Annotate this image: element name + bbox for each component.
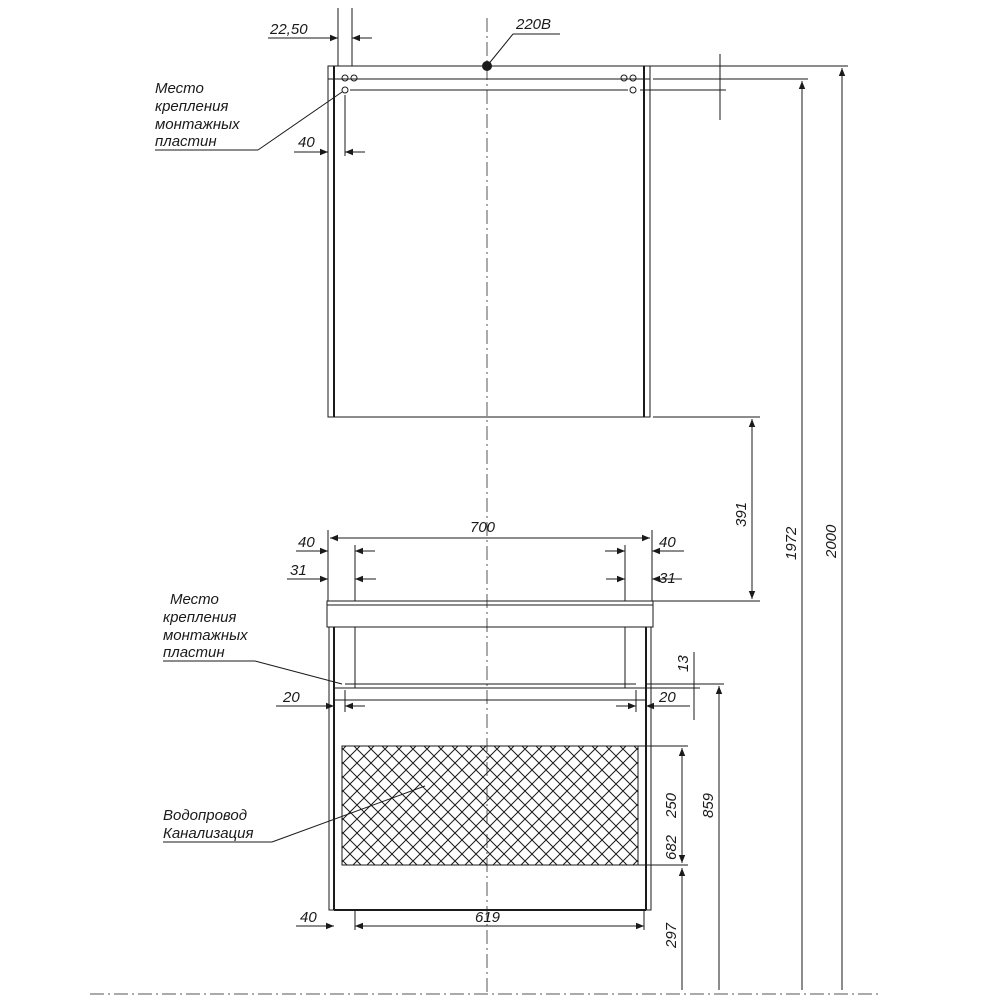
callout-mirror-plates-line1: Место bbox=[155, 80, 204, 97]
callout-mirror-plates-line4: пластин bbox=[155, 133, 217, 150]
utility-zone-hatch bbox=[341, 745, 639, 866]
mounting-hole bbox=[341, 74, 349, 82]
dim-859: 859 bbox=[700, 792, 717, 818]
mounting-hole bbox=[629, 86, 637, 94]
dim-700: 700 bbox=[470, 519, 496, 536]
callout-vanity-plates-line2: крепления bbox=[163, 609, 236, 626]
mounting-hole bbox=[341, 86, 349, 94]
mounting-hole bbox=[629, 74, 637, 82]
dim-left-20: 20 bbox=[282, 689, 300, 706]
dim-right-20: 20 bbox=[658, 689, 676, 706]
dim-13: 13 bbox=[675, 655, 692, 672]
dim-682: 682 bbox=[663, 834, 680, 860]
dim-391: 391 bbox=[733, 502, 750, 527]
vanity-cabinet bbox=[326, 600, 654, 911]
dim-left-40: 40 bbox=[298, 534, 315, 551]
dim-297: 297 bbox=[663, 922, 680, 949]
dim-1972: 1972 bbox=[783, 526, 800, 560]
callout-vanity-plates-line3: монтажных bbox=[163, 627, 248, 644]
dim-619: 619 bbox=[475, 909, 501, 926]
dim-250: 250 bbox=[663, 792, 680, 819]
callout-sewerage: Канализация bbox=[163, 825, 254, 842]
callout-vanity-plates-line4: пластин bbox=[163, 644, 225, 661]
dim-bottom-40: 40 bbox=[300, 909, 317, 926]
dim-22-50: 22,50 bbox=[269, 21, 308, 38]
callout-vanity-plates-line1: Место bbox=[170, 591, 219, 608]
dim-2000: 2000 bbox=[823, 524, 840, 559]
callout-mirror-plates-line3: монтажных bbox=[155, 116, 240, 133]
dim-right-40: 40 bbox=[659, 534, 676, 551]
label-220v: 220В bbox=[515, 16, 551, 33]
dim-right-31: 31 bbox=[659, 570, 676, 587]
callout-mirror-plates-line2: крепления bbox=[155, 98, 228, 115]
callout-water-supply: Водопровод bbox=[163, 807, 247, 824]
mirror-cabinet bbox=[327, 65, 651, 418]
mounting-hole bbox=[620, 74, 628, 82]
dim-left-31: 31 bbox=[290, 562, 307, 579]
mounting-hole bbox=[350, 74, 358, 82]
dim-mirror-plate-40: 40 bbox=[298, 134, 315, 151]
